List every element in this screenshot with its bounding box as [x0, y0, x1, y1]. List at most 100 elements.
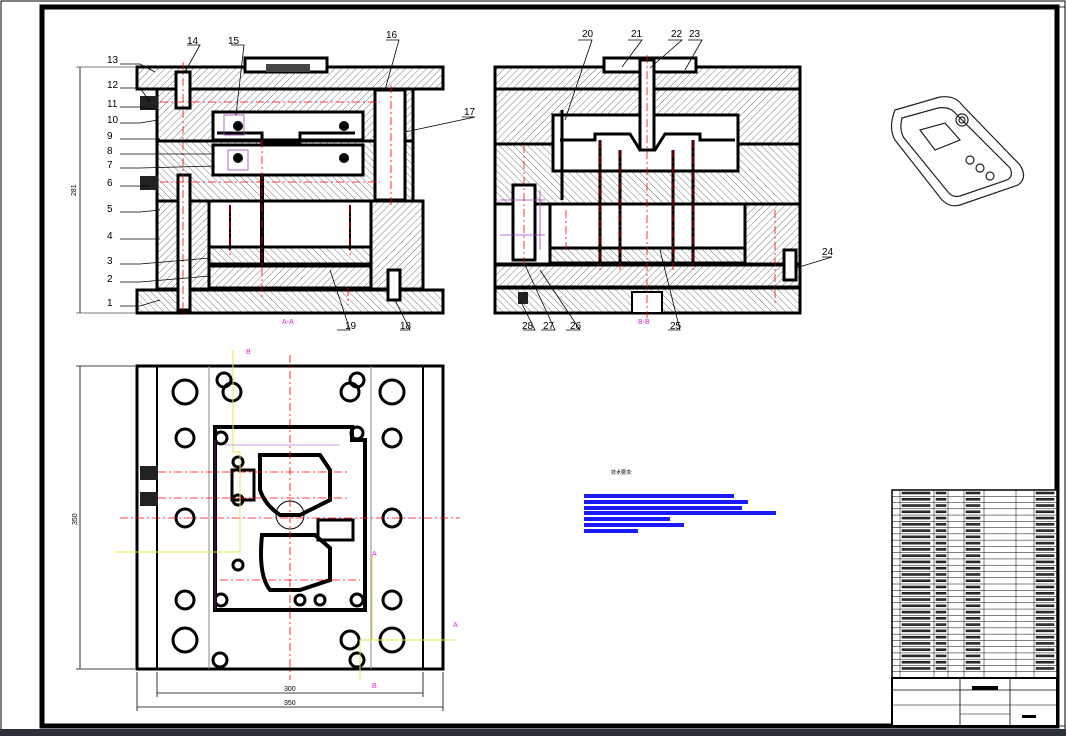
- part-number-7: 7: [107, 160, 113, 171]
- dimension-side-height: 2 8 1: [71, 66, 135, 314]
- bom-cell-text: [1035, 629, 1055, 633]
- bom-cell-text: [901, 642, 931, 645]
- dim-outer-width-text: 350: [284, 700, 296, 707]
- bom-cell-text: [935, 654, 947, 658]
- part-leaders-b-b: [519, 39, 833, 331]
- bom-cell-text: [965, 592, 981, 595]
- bom-cell-text: [1035, 610, 1055, 614]
- bom-cell-text: [901, 541, 931, 545]
- bom-cell-text: [1035, 516, 1055, 520]
- bom-cell-text: [935, 491, 947, 495]
- bom-cell-text: [965, 554, 981, 557]
- bom-cell-text: [935, 604, 947, 608]
- bom-cell-text: [965, 579, 981, 582]
- bom-cell-text: [965, 660, 981, 664]
- part-number-4: 4: [107, 231, 113, 242]
- bom-cell-text: [1035, 541, 1055, 545]
- part-number-13: 13: [107, 55, 119, 66]
- part-number-10: 10: [107, 115, 119, 126]
- bom-cell-text: [935, 566, 947, 570]
- part-number-17: 17: [464, 107, 476, 118]
- bom-cell-text: [1035, 529, 1055, 532]
- part-number-8: 8: [107, 146, 113, 157]
- cut-marker-a-mid: A: [372, 551, 377, 558]
- bom-cell-text: [901, 648, 931, 651]
- bom-cell-text: [935, 573, 947, 576]
- part-number-5: 5: [107, 204, 113, 215]
- bom-cell-text: [965, 498, 981, 501]
- bom-cell-text: [1035, 579, 1055, 582]
- bom-cell-text: [935, 554, 947, 557]
- bom-cell-text: [935, 535, 947, 539]
- bom-cell-text: [901, 617, 931, 620]
- part-number-3: 3: [107, 256, 113, 267]
- bom-cell-text: [901, 610, 931, 614]
- bom-cell-text: [1035, 548, 1055, 551]
- bom-cell-text: [965, 541, 981, 545]
- bill-of-materials[interactable]: [891, 489, 1058, 679]
- part-number-2: 2: [107, 274, 113, 285]
- bom-cell-text: [901, 566, 931, 570]
- part-number-11: 11: [107, 99, 118, 110]
- bom-cell-text: [901, 523, 931, 526]
- bom-cell-text: [965, 510, 981, 514]
- bom-cell-text: [1035, 585, 1055, 589]
- bom-cell-text: [901, 491, 931, 495]
- bom-cell-text: [901, 623, 931, 626]
- part-number-19: 19: [345, 321, 357, 332]
- bom-cell-text: [935, 529, 947, 532]
- part-number-15: 15: [228, 36, 240, 47]
- part-number-14: 14: [187, 36, 199, 47]
- bom-cell-text: [935, 629, 947, 633]
- part-isometric-view: [890, 96, 1025, 207]
- bom-cell-text: [901, 560, 931, 564]
- bom-cell-text: [935, 523, 947, 526]
- title-block[interactable]: [891, 677, 1058, 727]
- part-number-26: 26: [570, 321, 582, 332]
- bom-cell-text: [901, 654, 931, 658]
- part-number-16: 16: [386, 30, 398, 41]
- bom-cell-text: [935, 498, 947, 501]
- bom-cell-text: [965, 635, 981, 639]
- bom-cell-text: [935, 623, 947, 626]
- bom-cell-text: [965, 642, 981, 645]
- plan-view: B B A A: [115, 349, 460, 690]
- bom-cell-text: [965, 548, 981, 551]
- bom-cell-text: [935, 610, 947, 614]
- bom-cell-text: [1035, 523, 1055, 526]
- part-number-27: 27: [543, 321, 555, 332]
- part-number-1: 1: [107, 298, 113, 309]
- bom-cell-text: [965, 598, 981, 601]
- bom-cell-text: [901, 504, 931, 507]
- bom-cell-text: [1035, 491, 1055, 495]
- bom-cell-text: [935, 516, 947, 520]
- bom-cell-text: [901, 554, 931, 557]
- bom-cell-text: [965, 610, 981, 614]
- bom-cell-text: [1035, 598, 1055, 601]
- bom-cell-text: [1035, 642, 1055, 645]
- bom-cell-text: [1035, 573, 1055, 576]
- section-label-b-b: B-B: [638, 319, 650, 326]
- cut-marker-b-bottom: B: [372, 683, 377, 690]
- part-number-23: 23: [689, 29, 701, 40]
- bom-cell-text: [1035, 560, 1055, 564]
- bom-cell-text: [965, 667, 981, 670]
- dim-inner-width-text: 300: [284, 686, 296, 693]
- bom-cell-text: [1035, 604, 1055, 608]
- tech-requirements[interactable]: 技术要求:: [584, 469, 776, 533]
- bom-cell-text: [1035, 667, 1055, 670]
- part-number-24: 24: [822, 247, 834, 258]
- bom-cell-text: [1035, 510, 1055, 514]
- bom-cell-text: [965, 648, 981, 651]
- part-leaders-left: [120, 39, 476, 331]
- bom-cell-text: [935, 585, 947, 589]
- part-number-20: 20: [582, 29, 594, 40]
- bom-cell-text: [901, 510, 931, 514]
- bom-cell-text: [901, 660, 931, 664]
- bom-cell-text: [901, 635, 931, 639]
- tech-requirements-title: 技术要求:: [611, 469, 632, 476]
- bom-cell-text: [901, 629, 931, 633]
- bom-cell-text: [901, 667, 931, 670]
- bom-cell-text: [1035, 623, 1055, 626]
